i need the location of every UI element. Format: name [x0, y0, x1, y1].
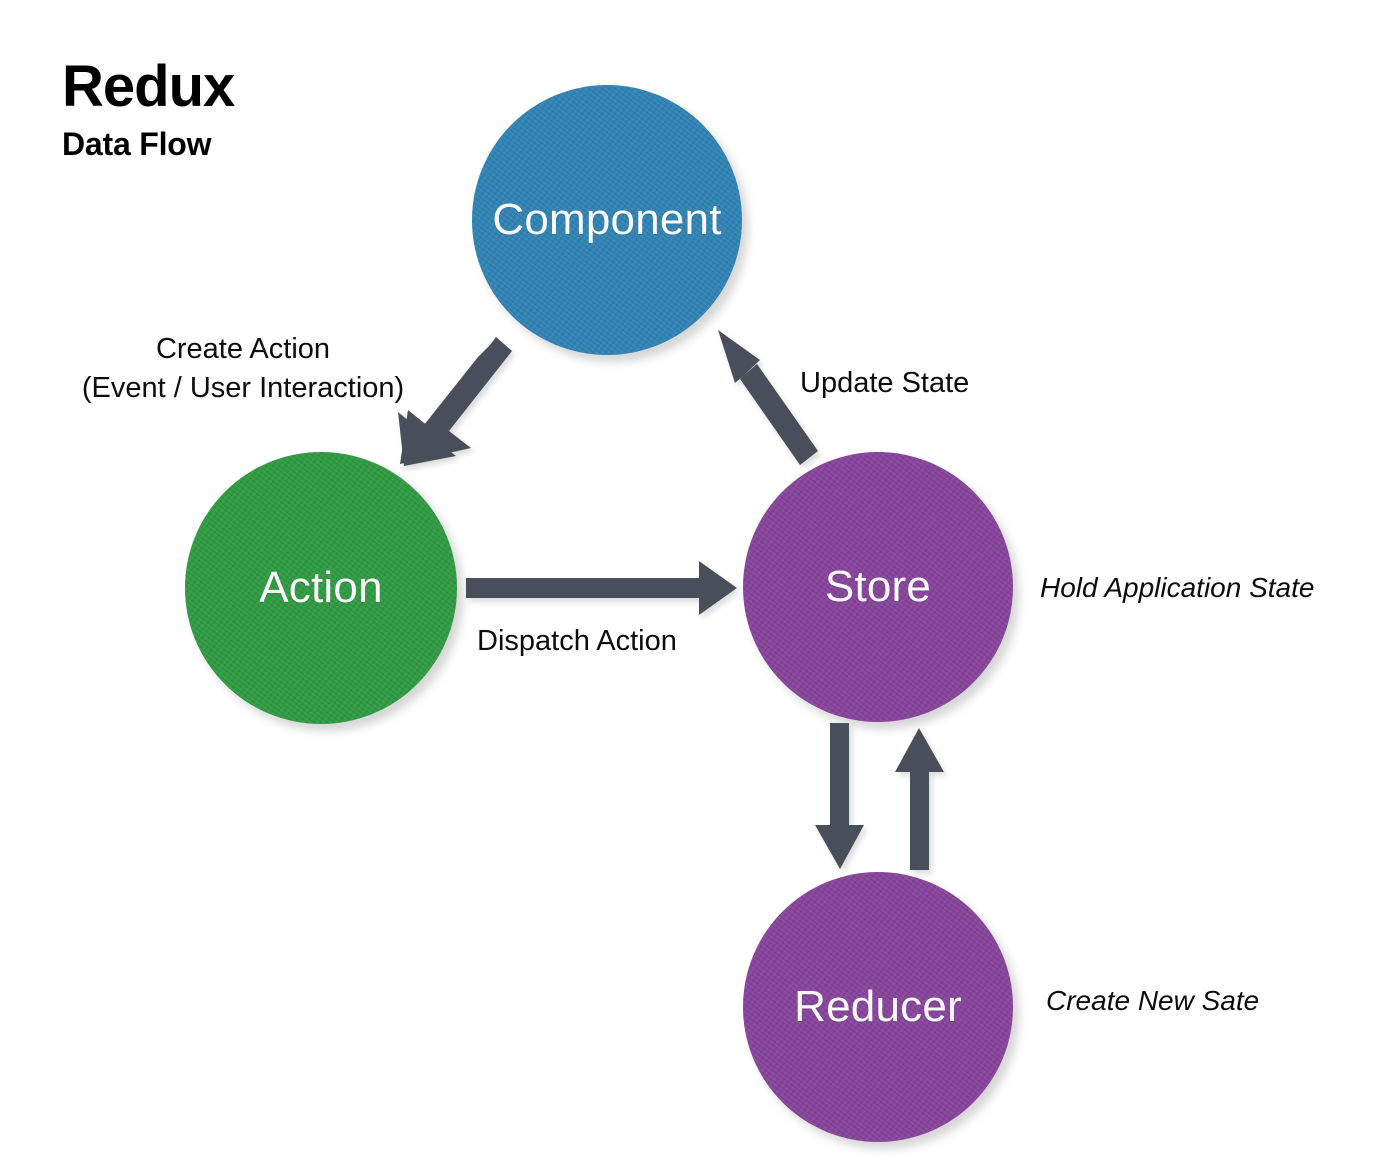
node-reducer[interactable]: Reducer	[743, 872, 1013, 1142]
node-component[interactable]: Component	[472, 85, 742, 355]
node-reducer-label: Reducer	[794, 982, 962, 1031]
node-store-label: Store	[824, 562, 932, 611]
page-title: Redux	[62, 54, 235, 119]
arrow-action-to-store	[466, 561, 737, 615]
arrow-reducer-to-store	[895, 728, 944, 870]
edge-label-create-action: Create Action (Event / User Interaction)	[60, 330, 426, 408]
page-subtitle: Data Flow	[62, 126, 212, 162]
note-create-new-state: Create New Sate	[1046, 985, 1260, 1016]
node-action-label: Action	[259, 563, 383, 612]
node-action[interactable]: Action	[185, 452, 457, 724]
edge-label-create-action-line1: Create Action	[155, 333, 331, 365]
title-block: Redux Data Flow	[62, 54, 235, 162]
note-hold-application-state: Hold Application State	[1040, 572, 1315, 603]
node-component-label: Component	[492, 195, 722, 244]
node-store[interactable]: Store	[743, 452, 1013, 722]
edge-label-create-action-line2: (Event / User Interaction)	[81, 371, 405, 404]
edge-label-dispatch-action: Dispatch Action	[477, 625, 677, 657]
edge-label-update-state: Update State	[800, 367, 970, 399]
arrow-store-to-reducer	[815, 723, 864, 869]
